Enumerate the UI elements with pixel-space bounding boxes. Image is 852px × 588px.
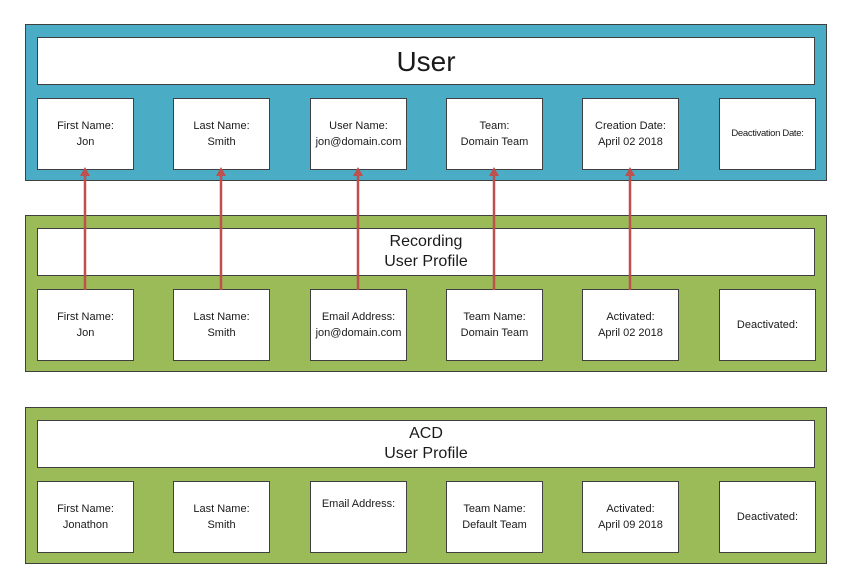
field-value: Default Team <box>462 519 527 531</box>
field-value: jon@domain.com <box>315 136 402 148</box>
field-label: Team Name: <box>463 311 526 323</box>
field-label: Team Name: <box>463 503 526 515</box>
acd-last-name-box: Last Name: Smith <box>173 481 270 553</box>
field-label: Last Name: <box>193 120 250 132</box>
acd-first-name-box: First Name: Jonathon <box>37 481 134 553</box>
recording-last-name-box: Last Name: Smith <box>173 289 270 361</box>
field-label: Deactivated: <box>736 319 799 331</box>
field-label: Deactivated: <box>736 511 799 523</box>
field-label: Creation Date: <box>595 120 666 132</box>
field-label: First Name: <box>57 503 114 515</box>
recording-activated-box: Activated: April 02 2018 <box>582 289 679 361</box>
acd-profile-panel: ACD User Profile First Name: Jonathon La… <box>25 407 827 564</box>
acd-title-line1: ACD <box>409 425 443 442</box>
field-label: Activated: <box>606 311 655 323</box>
field-value: April 02 2018 <box>598 136 663 148</box>
user-panel: User First Name: Jon Last Name: Smith Us… <box>25 24 827 181</box>
user-deactivation-date-box: Deactivation Date: <box>719 98 816 170</box>
acd-email-box: Email Address: <box>310 481 407 553</box>
recording-first-name-box: First Name: Jon <box>37 289 134 361</box>
field-value: April 09 2018 <box>598 519 663 531</box>
acd-title-line2: User Profile <box>384 445 468 462</box>
field-label: Last Name: <box>193 311 250 323</box>
recording-title-box: Recording User Profile <box>37 228 815 276</box>
user-first-name-box: First Name: Jon <box>37 98 134 170</box>
acd-team-name-box: Team Name: Default Team <box>446 481 543 553</box>
user-username-box: User Name: jon@domain.com <box>310 98 407 170</box>
acd-title-box: ACD User Profile <box>37 420 815 468</box>
field-value: Smith <box>207 136 236 148</box>
field-value: Smith <box>207 519 236 531</box>
recording-profile-panel: Recording User Profile First Name: Jon L… <box>25 215 827 372</box>
user-title-box: User <box>37 37 815 85</box>
field-label: Email Address: <box>321 311 396 323</box>
field-label: User Name: <box>329 120 388 132</box>
recording-deactivated-box: Deactivated: <box>719 289 816 361</box>
recording-team-name-box: Team Name: Domain Team <box>446 289 543 361</box>
field-label: Activated: <box>606 503 655 515</box>
user-last-name-box: Last Name: Smith <box>173 98 270 170</box>
field-label: Team: <box>479 120 510 132</box>
field-label: Last Name: <box>193 503 250 515</box>
field-value: Jon <box>76 327 95 339</box>
field-value: Jonathon <box>62 519 109 531</box>
user-team-box: Team: Domain Team <box>446 98 543 170</box>
user-creation-date-box: Creation Date: April 02 2018 <box>582 98 679 170</box>
recording-email-box: Email Address: jon@domain.com <box>310 289 407 361</box>
field-value: Domain Team <box>460 327 529 339</box>
recording-title-line1: Recording <box>389 233 463 250</box>
field-label: First Name: <box>57 311 114 323</box>
recording-title-line2: User Profile <box>384 253 468 270</box>
field-value: April 02 2018 <box>598 327 663 339</box>
field-label: Deactivation Date: <box>731 128 804 139</box>
field-label: First Name: <box>57 120 114 132</box>
field-label: Email Address: <box>321 498 396 510</box>
user-title: User <box>396 45 456 77</box>
field-value: Domain Team <box>460 136 529 148</box>
acd-activated-box: Activated: April 09 2018 <box>582 481 679 553</box>
field-value: Smith <box>207 327 236 339</box>
field-value: jon@domain.com <box>315 327 402 339</box>
acd-deactivated-box: Deactivated: <box>719 481 816 553</box>
field-value: Jon <box>76 136 95 148</box>
